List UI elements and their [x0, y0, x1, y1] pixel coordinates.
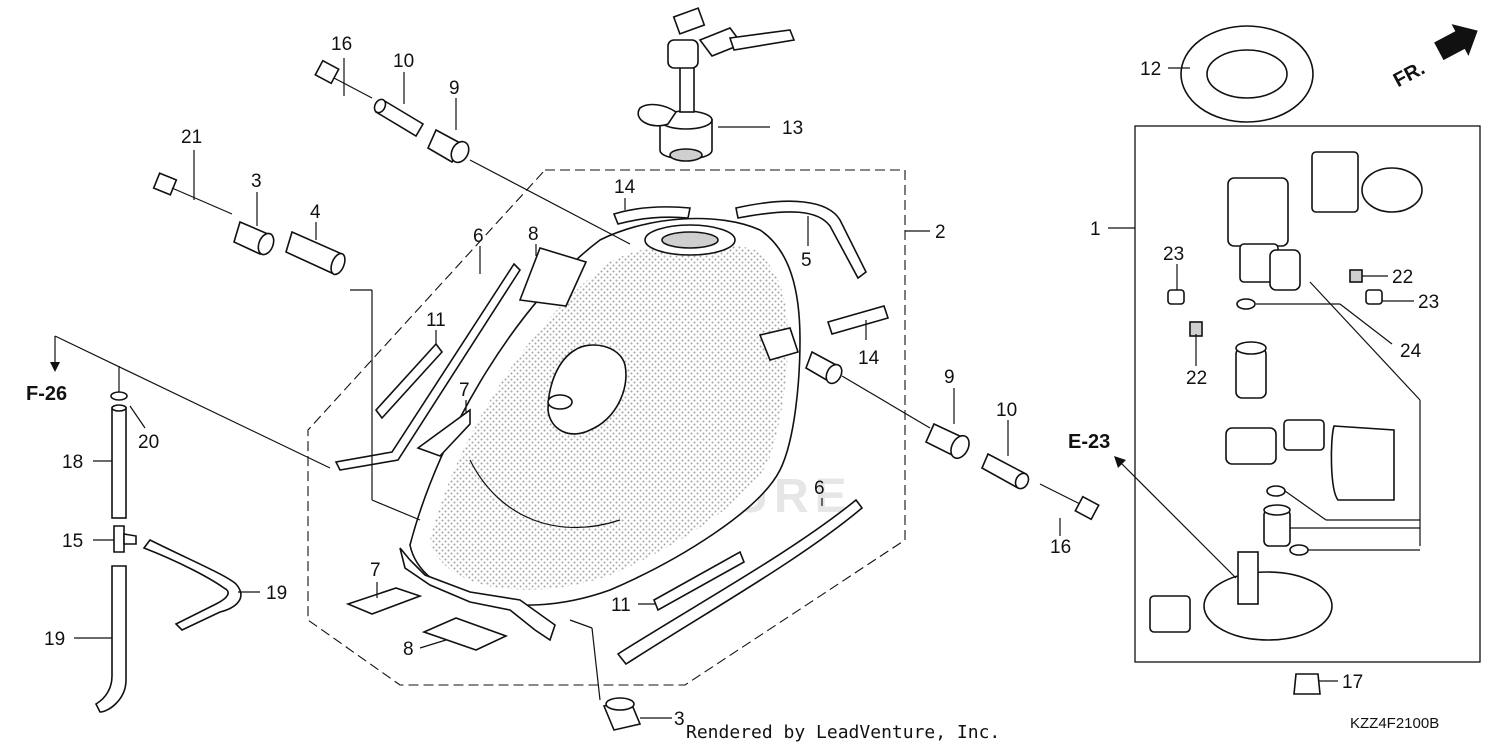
fuel-pump-motor [1235, 341, 1267, 399]
nut-3-lower [602, 697, 642, 731]
callout-21: 21 [181, 127, 202, 148]
grommet-9-upper [426, 128, 470, 164]
callout-19-right: 19 [266, 583, 287, 604]
label-8-upper [518, 247, 588, 307]
callout-18: 18 [62, 452, 83, 473]
label-7-lower [345, 587, 423, 615]
hose-18 [111, 404, 127, 519]
cushion-6-upper [334, 262, 522, 471]
callout-10-upper: 10 [393, 51, 414, 72]
callout-9-upper: 9 [449, 78, 460, 99]
callout-8-upper: 8 [528, 224, 539, 245]
strip-11-lower [652, 550, 746, 612]
callout-5: 5 [801, 250, 812, 271]
callout-10-lower: 10 [996, 400, 1017, 421]
clip-22-b [1189, 321, 1203, 337]
callout-19-left: 19 [44, 629, 65, 650]
callout-2: 2 [935, 222, 946, 243]
strip-11-upper [374, 342, 444, 420]
nut-17 [1293, 673, 1321, 695]
spacer-4 [285, 230, 346, 276]
callout-12: 12 [1140, 59, 1161, 80]
callout-3-upper: 3 [251, 171, 262, 192]
collar-3-upper [233, 220, 275, 256]
callout-11-lower: 11 [611, 595, 631, 616]
callout-13: 13 [782, 118, 803, 139]
screw-23-b [1365, 289, 1383, 305]
rubber-strip-5 [735, 200, 868, 280]
bolt-21 [152, 172, 233, 215]
callout-14-upper: 14 [614, 177, 636, 198]
ref-e23: E-23 [1068, 431, 1110, 453]
callout-23-right: 23 [1418, 292, 1439, 313]
label-7-upper [416, 408, 471, 457]
callout-22-right: 22 [1392, 267, 1413, 288]
oring-1 [1236, 298, 1256, 310]
label-8-lower [421, 617, 509, 651]
callout-4: 4 [310, 202, 321, 223]
front-direction-arrow-icon [1434, 24, 1478, 61]
callout-16-upper: 16 [331, 34, 352, 55]
fuel-cap-with-key [637, 7, 796, 162]
callout-6-lower: 6 [814, 478, 825, 499]
bolt-16-upper [314, 59, 373, 99]
grommet-9-lower [924, 422, 970, 460]
cushion-6-lower [616, 498, 864, 666]
joint-15 [113, 525, 137, 553]
oring-2 [1266, 485, 1286, 497]
pressure-regulator-housing [1225, 419, 1325, 465]
ref-f26: F-26 [26, 383, 67, 405]
e23-arrow-icon [1114, 456, 1126, 468]
bolt-16-lower [1039, 483, 1100, 521]
clip-22-a [1349, 269, 1363, 283]
rubber-pad-14-upper [612, 206, 691, 225]
callout-6-upper: 6 [473, 226, 484, 247]
rubber-pad-14-lower [826, 305, 890, 335]
pump-bracket [1311, 151, 1423, 213]
screw-23-a [1167, 289, 1185, 305]
f26-arrow-icon [50, 362, 60, 372]
callout-7-upper: 7 [459, 380, 470, 401]
callout-20: 20 [138, 432, 159, 453]
callout-24: 24 [1400, 341, 1422, 362]
callout-7-lower: 7 [370, 560, 381, 581]
pressure-regulator [1263, 504, 1291, 547]
render-credit: Rendered by LeadVenture, Inc. [686, 722, 1000, 743]
fuel-pump-assembly-box [1134, 125, 1481, 663]
fuel-pump-base-plate [1149, 551, 1333, 641]
tank-side-bushing [805, 350, 843, 385]
hose-19-left [94, 565, 127, 713]
callout-8-lower: 8 [403, 639, 414, 660]
clip-20 [110, 391, 128, 401]
callout-17: 17 [1342, 672, 1363, 693]
callout-3-lower: 3 [674, 709, 685, 730]
leader-lines [50, 58, 1421, 719]
fuel-pump-seal-12 [1180, 25, 1314, 123]
callout-11-upper: 11 [426, 310, 446, 331]
oring-3 [1289, 544, 1309, 556]
tank-assembly-outline [307, 169, 906, 686]
hose-19-right [142, 538, 242, 631]
callout-1: 1 [1090, 219, 1101, 240]
callout-9-lower: 9 [944, 367, 955, 388]
callout-22-left: 22 [1186, 368, 1207, 389]
strainer-cover [1330, 425, 1395, 501]
callout-15: 15 [62, 531, 83, 552]
callout-16-lower: 16 [1050, 537, 1071, 558]
collar-10-lower [980, 452, 1030, 490]
front-direction-label: FR. [1390, 57, 1429, 92]
fuel-tank [399, 217, 801, 642]
callout-14-lower: 14 [858, 348, 880, 369]
callout-23-left: 23 [1163, 244, 1184, 265]
fuel-filter-housing [1227, 177, 1301, 291]
collar-10-upper [373, 98, 425, 138]
diagram-code: KZZ4F2100B [1350, 715, 1439, 732]
